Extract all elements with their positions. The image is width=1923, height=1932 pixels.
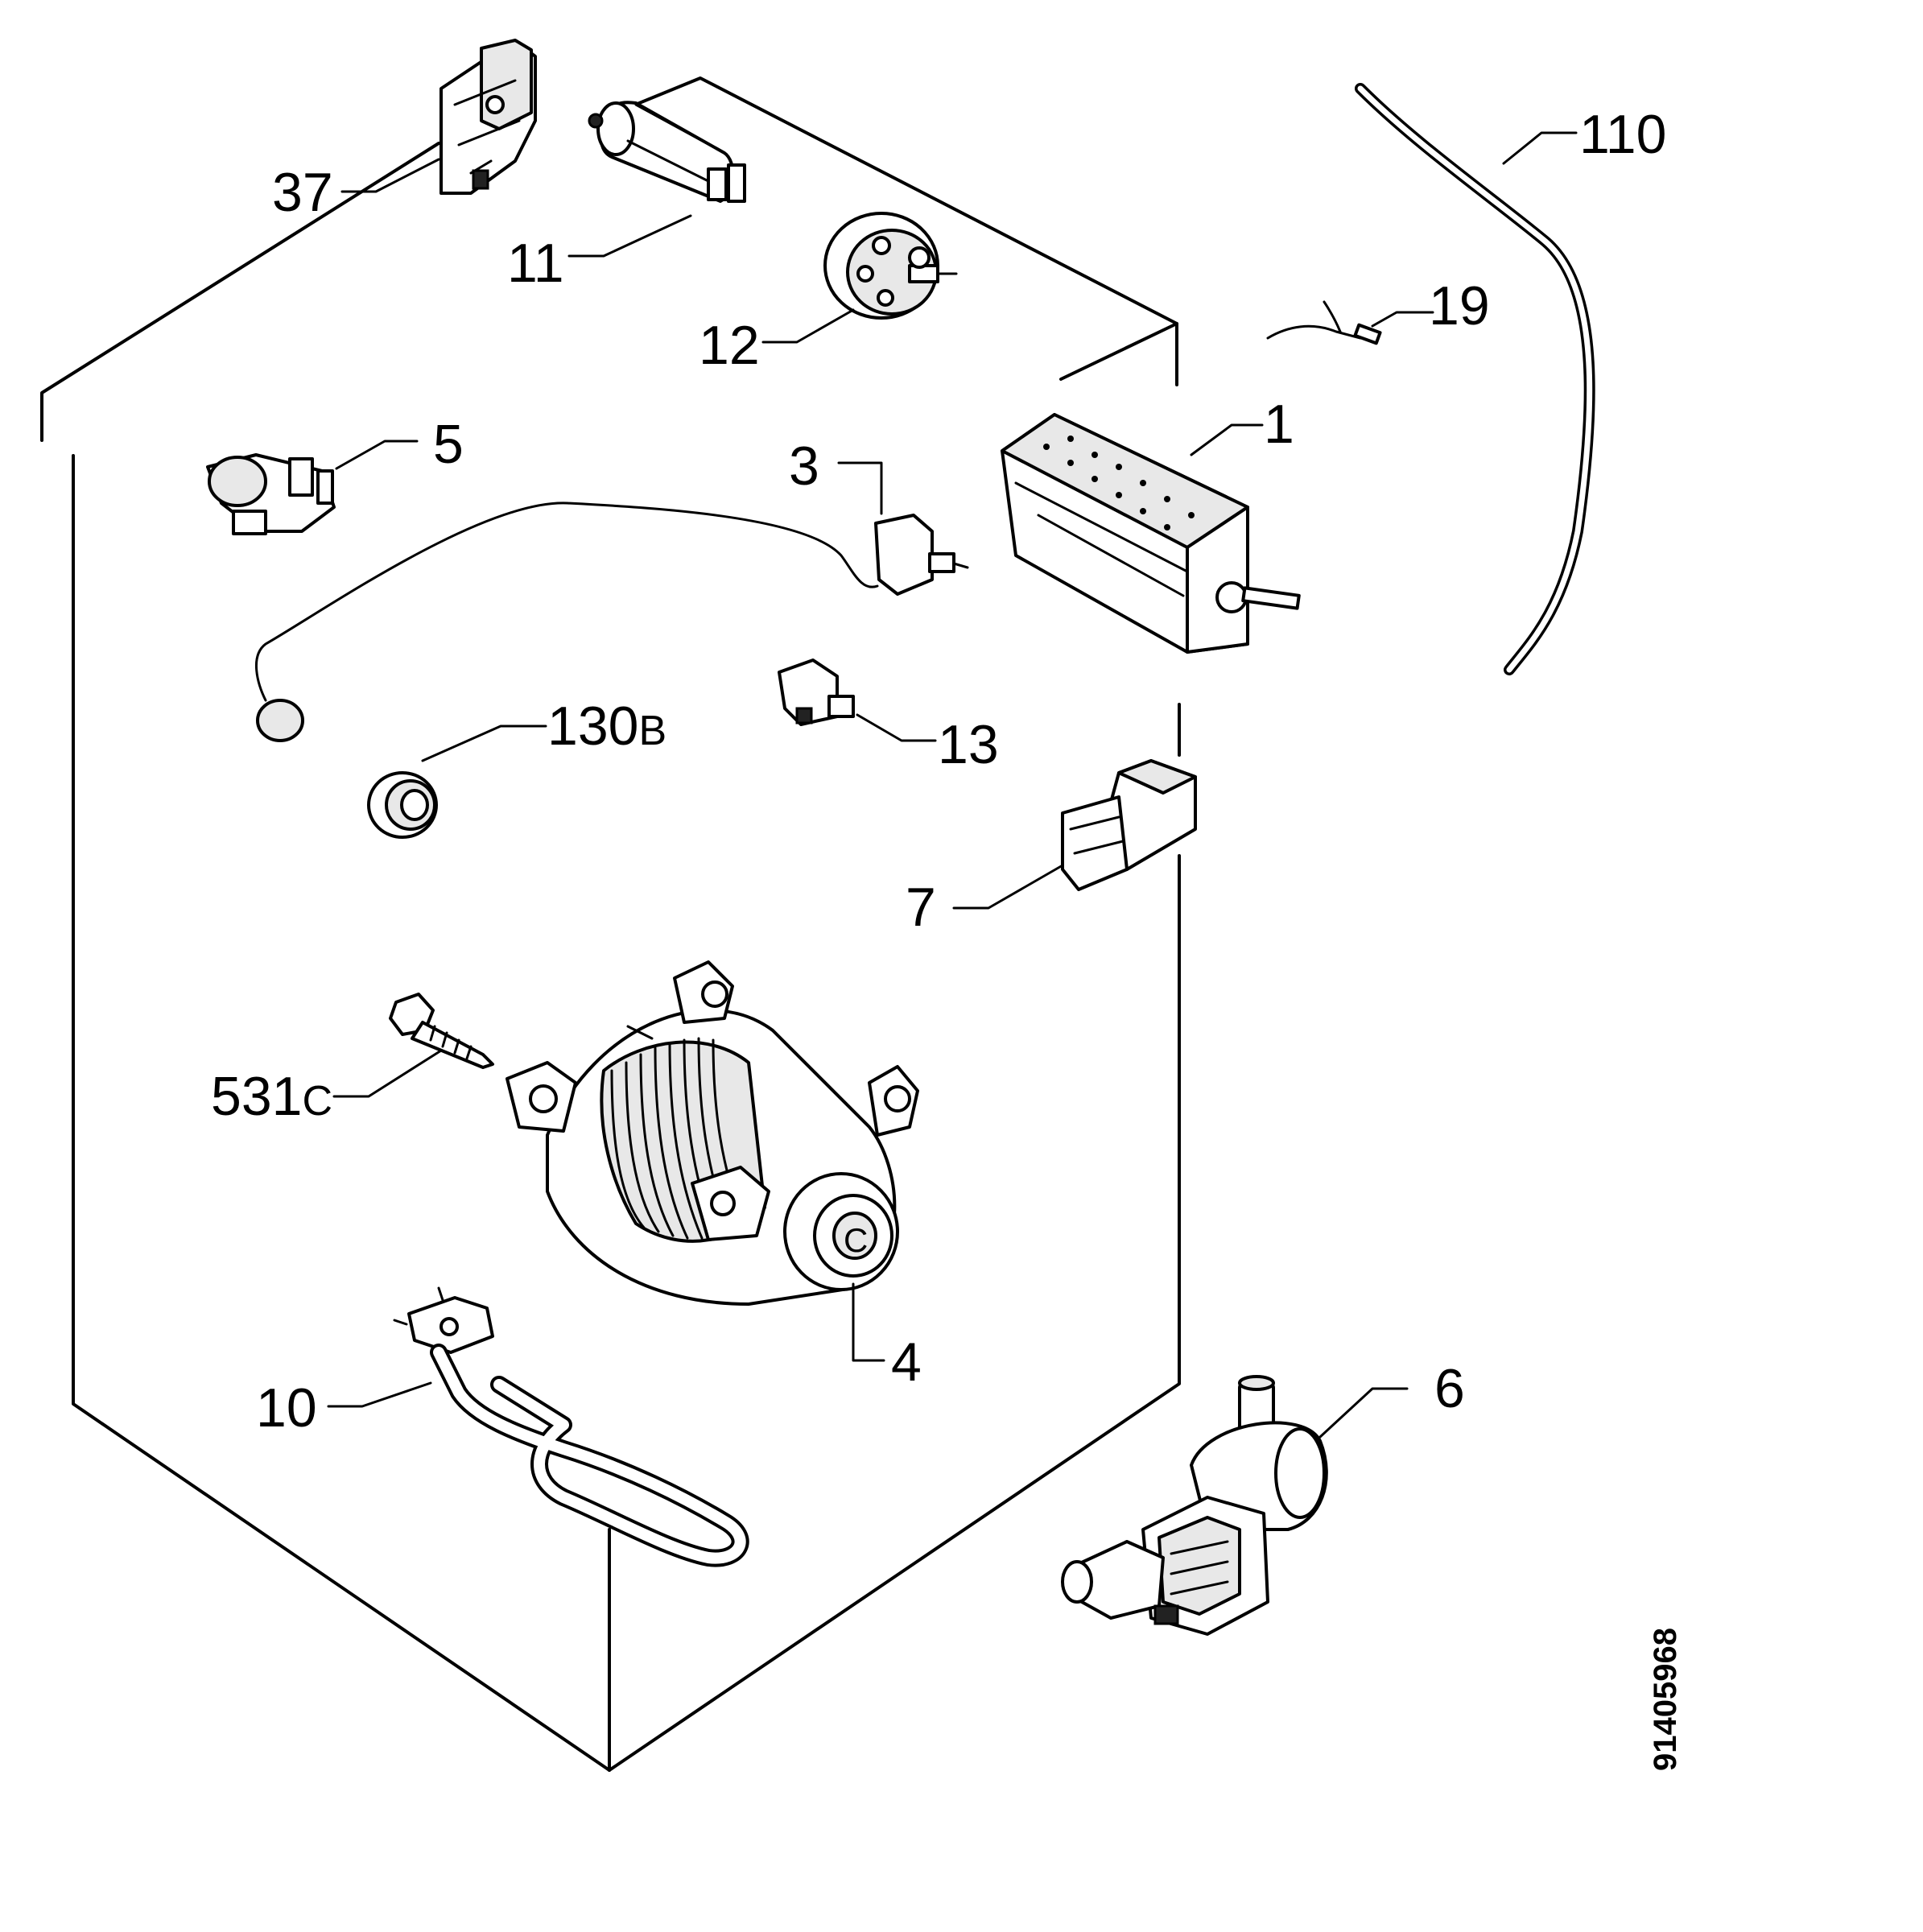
door-lock-part (1061, 759, 1197, 891)
label-13: 13 (938, 714, 999, 775)
drain-pump-part (1061, 1375, 1328, 1636)
leader-7 (952, 864, 1064, 910)
leader-11 (567, 214, 692, 258)
label-6: 6 (1434, 1358, 1465, 1419)
label-37: 37 (272, 162, 333, 223)
label-19: 19 (1429, 275, 1490, 336)
label-11: 11 (507, 233, 564, 294)
leader-6 (1318, 1387, 1409, 1439)
label-12: 12 (699, 315, 760, 376)
door-interlock-part (439, 39, 537, 195)
programmer-timer-part (1001, 413, 1301, 654)
leader-19 (1371, 311, 1434, 328)
leader-12 (761, 308, 855, 344)
motor-part: C (506, 960, 919, 1306)
label-531: 531C (211, 1066, 332, 1127)
label-110: 110 (1579, 104, 1666, 165)
capacitor-part (588, 101, 746, 203)
leader-531c (332, 1049, 443, 1098)
leader-1 (1190, 423, 1264, 456)
motor-shaft-mark: C (844, 1221, 868, 1259)
thermostat-part (254, 502, 969, 742)
pressure-switch-part (823, 212, 958, 320)
label-4: 4 (891, 1331, 922, 1393)
hose-part (1355, 83, 1595, 675)
label-130: 130B (547, 696, 666, 757)
grommet-part (367, 771, 438, 839)
label-7: 7 (906, 877, 936, 938)
label-3: 3 (789, 436, 819, 497)
leader-110 (1502, 131, 1578, 165)
label-1: 1 (1264, 394, 1294, 455)
label-5: 5 (433, 414, 464, 475)
heater-element-part (393, 1286, 749, 1567)
reference-number: 91405968 (1648, 1628, 1683, 1771)
leader-10 (327, 1381, 432, 1408)
leader-4 (852, 1282, 885, 1362)
leader-130b (421, 724, 547, 762)
clip-part (1266, 300, 1382, 345)
leader-3 (837, 461, 883, 515)
screw-part (389, 993, 494, 1069)
leader-37 (340, 158, 440, 193)
valve-part (206, 453, 336, 535)
cabinet-outline (40, 76, 1181, 1772)
connector-part (778, 658, 855, 726)
label-10: 10 (256, 1377, 317, 1439)
leader-5 (335, 440, 419, 470)
leader-13 (856, 713, 937, 742)
